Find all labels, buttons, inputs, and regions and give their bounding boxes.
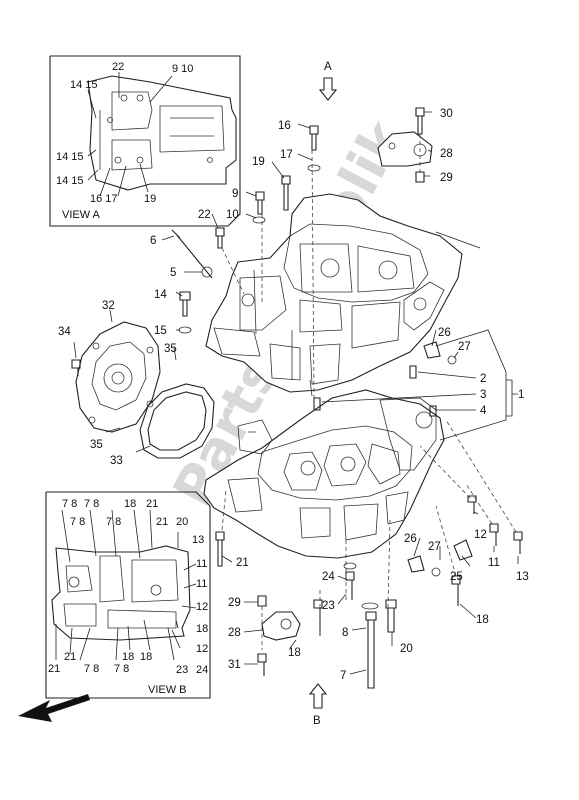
view-b-label-7-8-d: 7 8 <box>106 516 121 528</box>
view-a-label-16-17: 16 17 <box>90 193 118 205</box>
callout-18-right: 18 <box>476 614 489 626</box>
view-b-label-7-8-e: 7 8 <box>114 663 129 675</box>
view-b-inset: 7 8 7 8 18 21 7 8 7 8 21 20 13 11 11 12 … <box>45 491 211 699</box>
upper-crankcase <box>205 193 463 397</box>
lower-crankcase <box>203 389 445 559</box>
callout-29-top: 29 <box>440 172 453 184</box>
callout-31: 31 <box>228 659 241 671</box>
callout-4: 4 <box>480 405 487 417</box>
view-b-label-20: 20 <box>176 516 188 528</box>
view-b-label-7-8-f: 7 8 <box>84 663 99 675</box>
callout-26-top: 26 <box>438 327 451 339</box>
callout-16: 16 <box>278 120 291 132</box>
direction-marker-a: A <box>318 61 338 101</box>
view-a-label-9-10: 9 10 <box>172 63 193 75</box>
svg-text:A: A <box>324 61 332 73</box>
side-cover <box>75 321 161 433</box>
view-b-label-18-center: 18 <box>122 651 134 663</box>
callout-5: 5 <box>170 267 176 279</box>
view-b-label-7-8-b: 7 8 <box>84 498 99 510</box>
callout-28-bottom: 28 <box>228 627 241 639</box>
callout-10: 10 <box>226 209 239 221</box>
view-b-label-18-bottom: 18 <box>140 651 152 663</box>
callout-11: 11 <box>488 557 500 569</box>
view-b-label-24: 24 <box>196 664 208 676</box>
callout-29-bottom: 29 <box>228 597 241 609</box>
view-b-label-23: 23 <box>176 664 188 676</box>
callout-7: 7 <box>340 670 346 682</box>
callout-35-top: 35 <box>164 343 177 355</box>
callout-33: 33 <box>110 455 123 467</box>
callout-18-left: 18 <box>288 647 301 659</box>
view-b-label-18: 18 <box>124 498 136 510</box>
callout-20: 20 <box>400 643 413 655</box>
callout-25: 25 <box>450 571 463 583</box>
view-b-label-21-left: 21 <box>48 663 60 675</box>
view-a-label-14-15-mid: 14 15 <box>56 151 84 163</box>
view-a-label-19: 19 <box>144 193 156 205</box>
view-b-label-21-lower: 21 <box>64 651 76 663</box>
view-b-label-13: 13 <box>192 534 204 546</box>
callout-23: 23 <box>322 600 335 612</box>
callout-15: 15 <box>154 325 167 337</box>
callout-6: 6 <box>150 235 156 247</box>
callout-22: 22 <box>198 209 211 221</box>
view-a-inset: 22 9 10 14 15 14 15 14 15 16 17 19 VIEW … <box>49 55 241 227</box>
front-arrow-icon <box>18 694 90 722</box>
callout-34: 34 <box>58 326 71 338</box>
callouts: 16 30 17 28 19 29 9 10 22 6 5 14 15 32 3… <box>58 108 529 682</box>
callout-12: 12 <box>474 529 487 541</box>
callout-27-bottom: 27 <box>428 541 441 553</box>
view-b-label-12-a: 12 <box>196 601 208 613</box>
callout-8: 8 <box>342 627 348 639</box>
view-b-label-11-a: 11 <box>196 558 207 570</box>
callout-9: 9 <box>232 188 238 200</box>
callout-32: 32 <box>102 300 115 312</box>
callout-30: 30 <box>440 108 453 120</box>
view-a-label-14-15-bottom: 14 15 <box>56 175 84 187</box>
callout-17: 17 <box>280 149 293 161</box>
view-b-label-21-mid: 21 <box>156 516 168 528</box>
view-b-title: VIEW B <box>148 684 187 696</box>
view-a-label-22: 22 <box>112 61 124 73</box>
callout-2: 2 <box>480 373 486 385</box>
callout-24: 24 <box>322 571 335 583</box>
breather-cover-upper <box>377 131 433 183</box>
direction-marker-b: B <box>308 683 328 727</box>
callout-35-bottom: 35 <box>90 439 103 451</box>
bolts <box>71 107 523 689</box>
callout-13: 13 <box>516 571 529 583</box>
view-b-label-12-b: 12 <box>196 643 208 655</box>
callout-21: 21 <box>236 557 249 569</box>
leader-lines <box>73 111 519 675</box>
callout-27-top: 27 <box>458 341 471 353</box>
view-b-label-18-right: 18 <box>196 623 208 635</box>
cover-gasket <box>139 383 215 459</box>
callout-28-top: 28 <box>440 148 453 160</box>
breather-cover-lower <box>257 595 301 641</box>
view-a-label-14-15-top: 14 15 <box>70 79 98 91</box>
svg-text:B: B <box>313 715 321 727</box>
callout-14: 14 <box>154 289 167 301</box>
callout-19: 19 <box>252 156 265 168</box>
view-b-label-7-8-c: 7 8 <box>70 516 85 528</box>
callout-26-bottom: 26 <box>404 533 417 545</box>
view-b-label-7-8-a: 7 8 <box>62 498 77 510</box>
view-b-label-21-top: 21 <box>146 498 158 510</box>
view-b-label-11-b: 11 <box>196 578 207 590</box>
view-a-title: VIEW A <box>62 209 101 221</box>
callout-1: 1 <box>518 389 524 401</box>
callout-3: 3 <box>480 389 486 401</box>
